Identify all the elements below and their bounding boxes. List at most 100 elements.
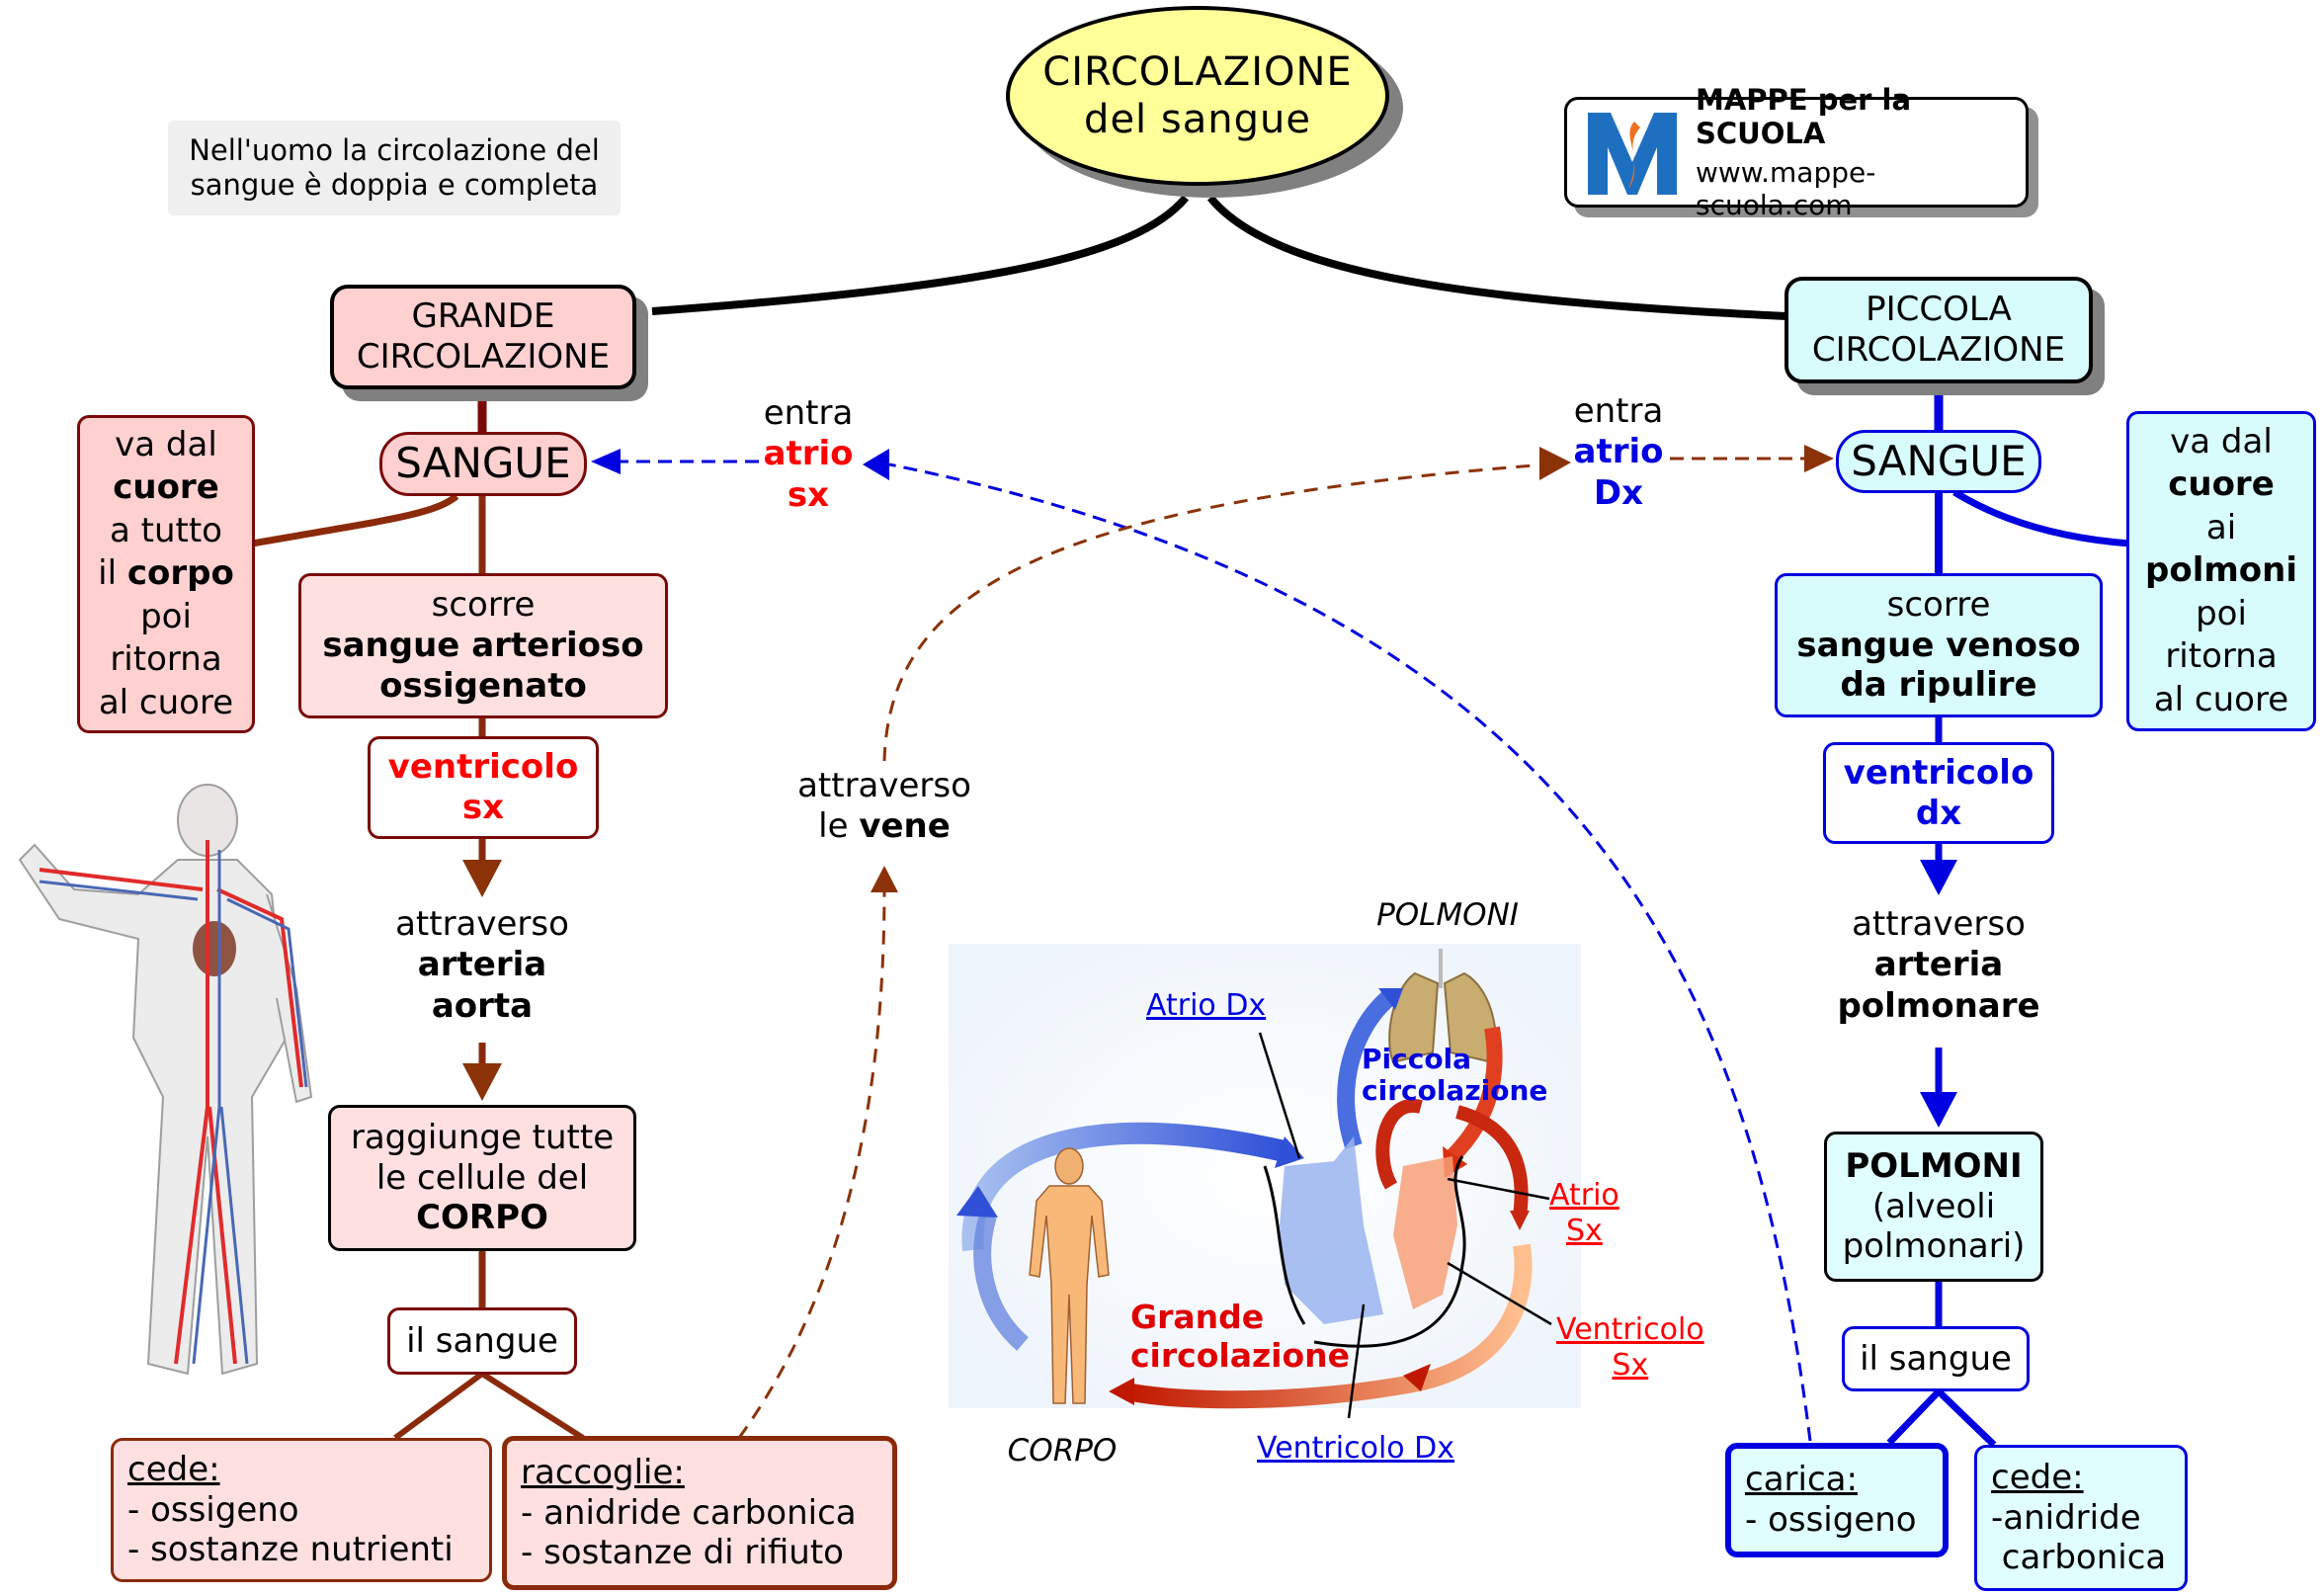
pointer-atrio-sx bbox=[1447, 1177, 1550, 1201]
atrio-text: atrio bbox=[1573, 432, 1664, 472]
arrowhead-atriodx bbox=[1539, 447, 1571, 480]
brand-box[interactable]: MAPPE per la SCUOLA www.mappe-scuola.com bbox=[1564, 83, 2029, 221]
polmoni-bold: POLMONI bbox=[1845, 1145, 2023, 1186]
scorre-line: scorre bbox=[431, 585, 536, 626]
ventricolo-sx-line: Ventricolo bbox=[1556, 1312, 1704, 1347]
intro-note: Nell'uomo la circolazione del sangue è d… bbox=[168, 121, 621, 215]
entra-text: entra bbox=[1573, 391, 1664, 431]
link-ilsangue-cede-dx bbox=[1936, 1388, 1997, 1448]
piccola-header-line-2: CIRCOLAZIONE bbox=[1811, 330, 2066, 370]
red-arc-loop bbox=[1375, 1098, 1529, 1217]
heart-right-side bbox=[1280, 1136, 1383, 1324]
raggiunge-bold: CORPO bbox=[416, 1198, 548, 1238]
heart-left-side bbox=[1393, 1156, 1457, 1309]
attraverso-bold: arteria bbox=[1873, 945, 2004, 985]
title-line-1: CIRCOLAZIONE bbox=[1042, 49, 1353, 95]
attraverso-bold: polmonare bbox=[1837, 985, 2040, 1026]
raccoglie-item: - sostanze di rifiuto bbox=[521, 1533, 844, 1573]
pointer-atrio-dx bbox=[1258, 1032, 1301, 1159]
arrow-ventricolo-attraverso bbox=[462, 860, 502, 897]
link-sangue-sidenote-dx bbox=[1952, 489, 2130, 547]
side-note-line: il corpo bbox=[98, 552, 234, 596]
grande-sangue-node[interactable]: SANGUE bbox=[379, 432, 587, 496]
side-note-line: polmoni bbox=[2145, 550, 2297, 591]
piccola-cede-node[interactable]: cede: -anidride carbonica bbox=[1974, 1445, 2188, 1591]
grande-side-note[interactable]: va dal cuore a tutto il corpo poi ritorn… bbox=[77, 415, 255, 733]
scorre-bold-line: sangue arterioso bbox=[322, 626, 644, 666]
piccola-il-sangue-node[interactable]: il sangue bbox=[1842, 1326, 2030, 1391]
diagram-grande-label: Grande circolazione bbox=[1130, 1298, 1351, 1376]
side-note-line: al cuore bbox=[98, 682, 234, 722]
piccola-line: circolazione bbox=[1362, 1074, 1548, 1108]
diagram-atrio-sx-link[interactable]: Atrio Sx bbox=[1549, 1178, 1619, 1249]
attraverso-vene-label: attraverso le vene bbox=[771, 766, 998, 848]
ventricolo-label: ventricolo bbox=[387, 747, 579, 788]
entra-atrio-dx-label: entra atrio Dx bbox=[1549, 391, 1688, 514]
piccola-ventricolo-node[interactable]: ventricolo dx bbox=[1823, 742, 2054, 844]
piccola-header-line-1: PICCOLA bbox=[1866, 290, 2012, 330]
piccola-attraverso-label: attraverso arteria polmonare bbox=[1810, 904, 2067, 1027]
diagram-piccola-label: Piccola circolazione bbox=[1362, 1043, 1548, 1108]
piccola-sangue-node[interactable]: SANGUE bbox=[1836, 430, 2041, 493]
grande-circolazione-header[interactable]: GRANDE CIRCOLAZIONE bbox=[330, 285, 636, 389]
dashed-vene-atriodx bbox=[882, 462, 1547, 762]
piccola-carica-node[interactable]: carica: - ossigeno bbox=[1725, 1443, 1949, 1557]
diagram-polmoni-label: POLMONI bbox=[1376, 897, 1519, 933]
side-note-line: poi bbox=[140, 596, 192, 636]
grande-il-sangue-node[interactable]: il sangue bbox=[387, 1307, 577, 1375]
cede-title: cede: bbox=[127, 1449, 220, 1489]
scorre-line: scorre bbox=[1886, 584, 1991, 625]
vene-bold: vene bbox=[859, 806, 951, 847]
grande-attraverso-label: attraverso arteria aorta bbox=[364, 904, 601, 1027]
cede-item: -anidride bbox=[1991, 1497, 2141, 1538]
grande-header-line-1: GRANDE bbox=[411, 296, 555, 337]
atrio-text: atrio bbox=[763, 434, 854, 474]
cede-item: - ossigeno bbox=[127, 1489, 299, 1530]
piccola-side-note[interactable]: va dal cuore ai polmoni poi ritorna al c… bbox=[2126, 411, 2316, 731]
grande-ventricolo-node[interactable]: ventricolo sx bbox=[368, 736, 599, 839]
side-note-line: ritorna bbox=[110, 639, 222, 680]
arrow-attraverso-raggiunge bbox=[462, 1063, 502, 1101]
arrowhead-vene bbox=[871, 866, 898, 892]
side-note-line: va dal bbox=[115, 424, 217, 464]
blue-arc-lungs bbox=[1337, 991, 1395, 1149]
pointer-ventricolo-dx bbox=[1347, 1303, 1366, 1419]
grande-raccoglie-node[interactable]: raccoglie: - anidride carbonica - sostan… bbox=[502, 1436, 897, 1590]
piccola-polmoni-node[interactable]: POLMONI (alveoli polmonari) bbox=[1824, 1132, 2043, 1282]
grande-line: circolazione bbox=[1130, 1335, 1351, 1375]
arrowhead-sangue-left bbox=[591, 449, 621, 474]
arrowhead-atriosx bbox=[863, 449, 889, 480]
diagram-ventricolo-sx-link[interactable]: Ventricolo Sx bbox=[1556, 1312, 1704, 1384]
brand-url[interactable]: www.mappe-scuola.com bbox=[1696, 156, 1876, 221]
piccola-scorre-node[interactable]: scorre sangue venoso da ripulire bbox=[1775, 573, 2103, 717]
cede-item: carbonica bbox=[1991, 1538, 2167, 1578]
side-note-line: va dal bbox=[2170, 421, 2273, 462]
heart-circulation-illustration bbox=[949, 944, 1581, 1419]
grande-raggiunge-node[interactable]: raggiunge tutte le cellule del CORPO bbox=[328, 1105, 636, 1251]
raggiunge-line: le cellule del bbox=[375, 1157, 589, 1198]
piccola-line: Piccola bbox=[1362, 1043, 1472, 1075]
side-note-line: al cuore bbox=[2153, 679, 2289, 719]
cede-title: cede: bbox=[1991, 1457, 2084, 1497]
arrow-attraverso-polmoni bbox=[1920, 1092, 1957, 1128]
side-note-line: a tutto bbox=[110, 510, 222, 550]
title-node[interactable]: CIRCOLAZIONE del sangue bbox=[1006, 6, 1389, 186]
diagram-ventricolo-dx-link[interactable]: Ventricolo Dx bbox=[1257, 1431, 1455, 1466]
arrowhead-sangue-right bbox=[1804, 445, 1834, 472]
cede-item: - sostanze nutrienti bbox=[127, 1530, 454, 1570]
attraverso-bold: arteria bbox=[417, 945, 547, 985]
intro-note-line-1: Nell'uomo la circolazione del bbox=[189, 133, 600, 168]
raccoglie-item: - anidride carbonica bbox=[521, 1492, 857, 1533]
diagram-corpo-label: CORPO bbox=[1007, 1433, 1118, 1469]
side-note-line: cuore bbox=[113, 467, 219, 508]
grande-scorre-node[interactable]: scorre sangue arterioso ossigenato bbox=[298, 573, 668, 718]
ventricolo-sx-line: Sx bbox=[1612, 1348, 1649, 1383]
side-note-line: ai bbox=[2205, 507, 2237, 547]
side-note-line: poi bbox=[2196, 593, 2247, 633]
piccola-circolazione-header[interactable]: PICCOLA CIRCOLAZIONE bbox=[1784, 277, 2093, 383]
grande-cede-node[interactable]: cede: - ossigeno - sostanze nutrienti bbox=[111, 1438, 492, 1582]
diagram-atrio-dx-link[interactable]: Atrio Dx bbox=[1146, 988, 1267, 1023]
human-circulatory-illustration bbox=[18, 784, 313, 1376]
grande-line: Grande bbox=[1130, 1298, 1265, 1336]
